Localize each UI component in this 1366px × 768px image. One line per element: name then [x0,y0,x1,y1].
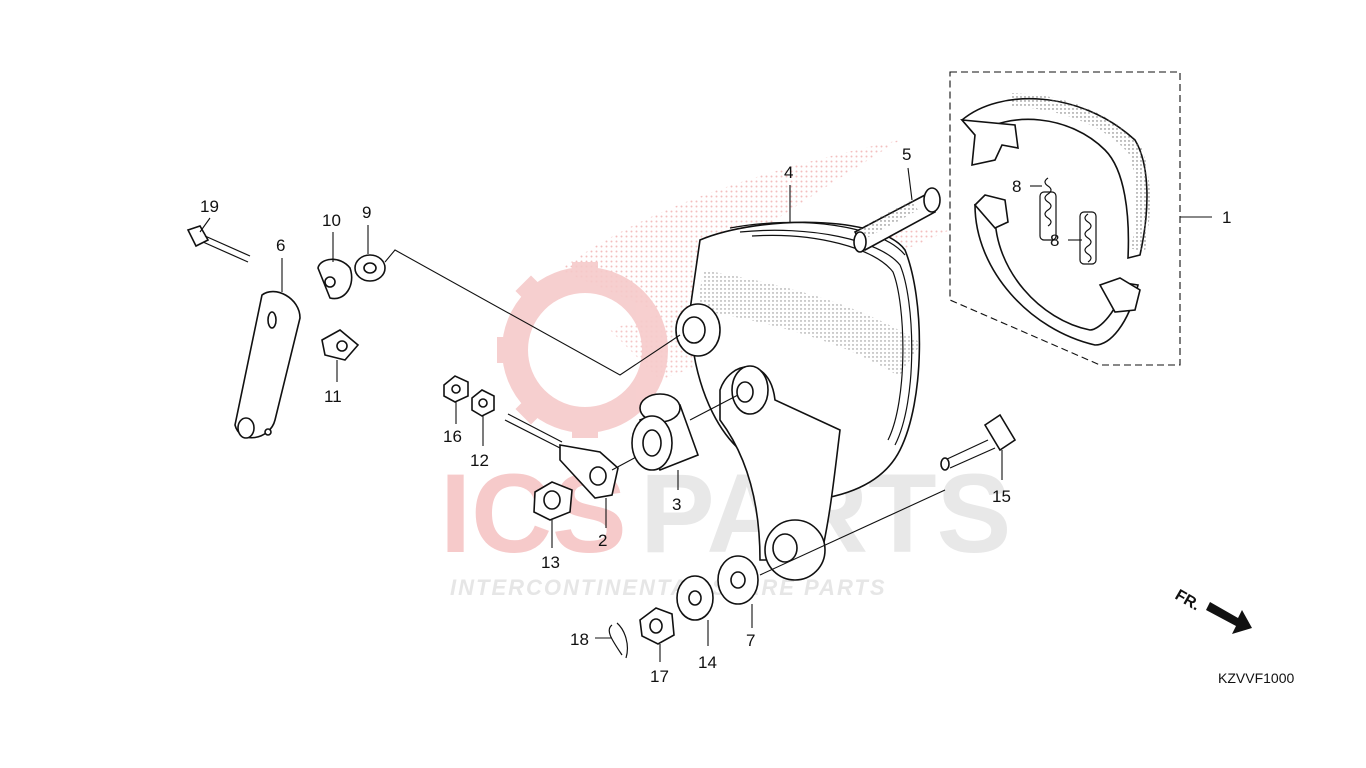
nut-16 [443,375,469,403]
front-direction-arrow-icon: FR. [1172,587,1252,634]
brake-cam [853,167,941,253]
brake-shoe-set [949,71,1212,366]
callout-6: 6 [276,236,285,255]
callout-9: 9 [362,203,371,222]
spring-upper-icon [1039,177,1057,241]
nut-12 [471,389,495,417]
callout-11: 11 [324,387,342,406]
spring-lower-icon [1079,211,1097,265]
stay-2 [504,413,641,528]
callout-4: 4 [784,163,793,182]
collar-3 [631,393,739,490]
dust-seal [354,225,681,376]
callout-5: 5 [902,145,911,164]
callout-1: 1 [1222,208,1231,227]
bolt-15 [940,413,1017,480]
callout-3: 3 [672,495,681,514]
washer-14 [676,575,714,646]
brake-arm [234,258,301,439]
callout-19: 19 [200,197,219,216]
callout-18: 18 [570,630,589,649]
washer-7 [717,555,759,628]
nut-17 [639,607,675,662]
callout-16: 16 [443,427,462,446]
wear-indicator-plate [317,232,353,300]
callout-8b: 8 [1050,231,1059,250]
direction-label: FR. [1172,587,1203,615]
callout-8a: 8 [1012,177,1021,196]
bolt-19 [186,217,251,263]
watermark-tagline: INTERCONTINENTAL SPARE PARTS [450,575,887,600]
brake-panel [675,185,922,581]
callout-7: 7 [746,631,755,650]
nut-11 [321,329,360,361]
diagram-code: KZVVF1000 [1218,670,1294,686]
callout-2: 2 [598,531,607,550]
gear-icon [497,262,668,438]
callout-12: 12 [470,451,489,470]
callout-15: 15 [992,487,1011,506]
callout-10: 10 [322,211,341,230]
cotter-pin-18 [595,622,629,659]
callout-14: 14 [698,653,717,672]
callout-17: 17 [650,667,669,686]
callout-13: 13 [541,553,560,572]
nut-13 [533,481,573,548]
